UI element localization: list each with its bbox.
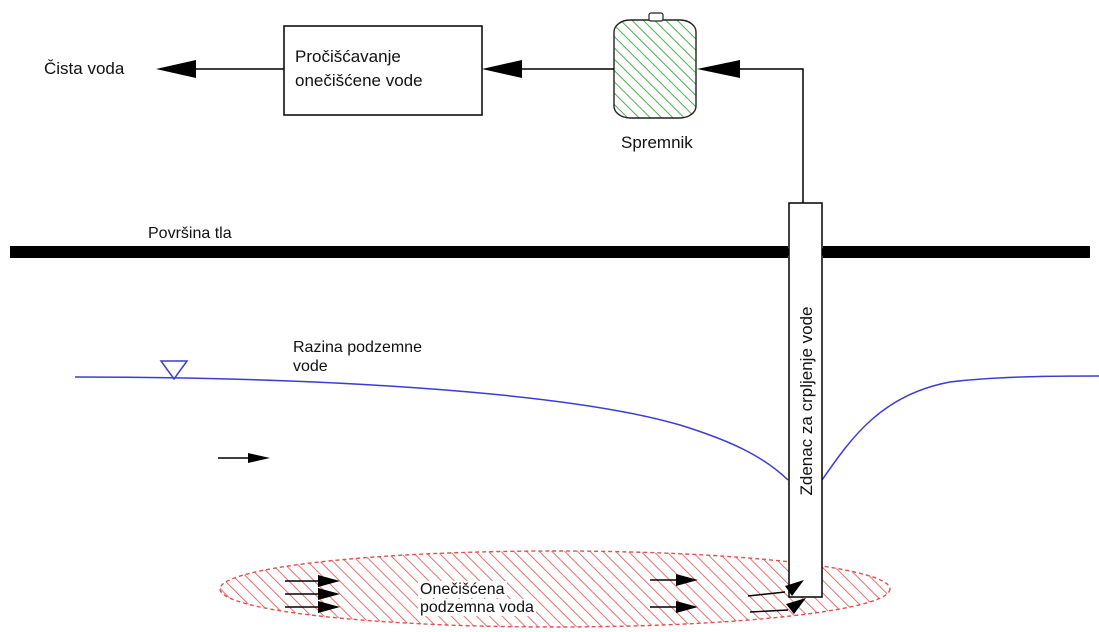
contaminated-label-line2-text: podzemna voda <box>418 599 536 616</box>
treatment-label-line1: Pročišćavanje <box>295 47 401 66</box>
ground-surface-label: Površina tla <box>148 225 232 242</box>
contaminated-label-line1: Onečišćena <box>418 580 507 600</box>
contaminated-plume <box>219 550 891 628</box>
pipe-well-to-tank <box>740 68 804 203</box>
pumping-well <box>788 202 823 598</box>
treatment-label-line2: onečišćene vode <box>295 71 423 90</box>
plume-flow-arrows-icon <box>285 574 806 614</box>
arrow-into-treatment-icon <box>482 60 522 78</box>
contaminated-label-line1-text: Onečišćena <box>418 581 507 598</box>
tank-label: Spremnik <box>621 133 693 152</box>
treatment-box <box>283 25 483 116</box>
water-table-line <box>74 375 1099 481</box>
ground-surface <box>10 246 1090 258</box>
clean-water-label: Čista voda <box>44 59 125 78</box>
water-level-marker-icon <box>159 360 189 381</box>
water-level-label-line2: vode <box>293 358 328 375</box>
groundwater-flow-arrow-icon <box>218 453 270 463</box>
arrow-clean-water-icon <box>156 60 196 78</box>
contaminated-label-line2: podzemna voda <box>418 598 536 618</box>
well-label: Zdenac za crpljenje vode <box>797 306 816 496</box>
water-level-label-line1: Razina podzemne <box>293 339 422 356</box>
tank <box>613 12 697 119</box>
arrow-into-tank-icon <box>697 60 740 78</box>
